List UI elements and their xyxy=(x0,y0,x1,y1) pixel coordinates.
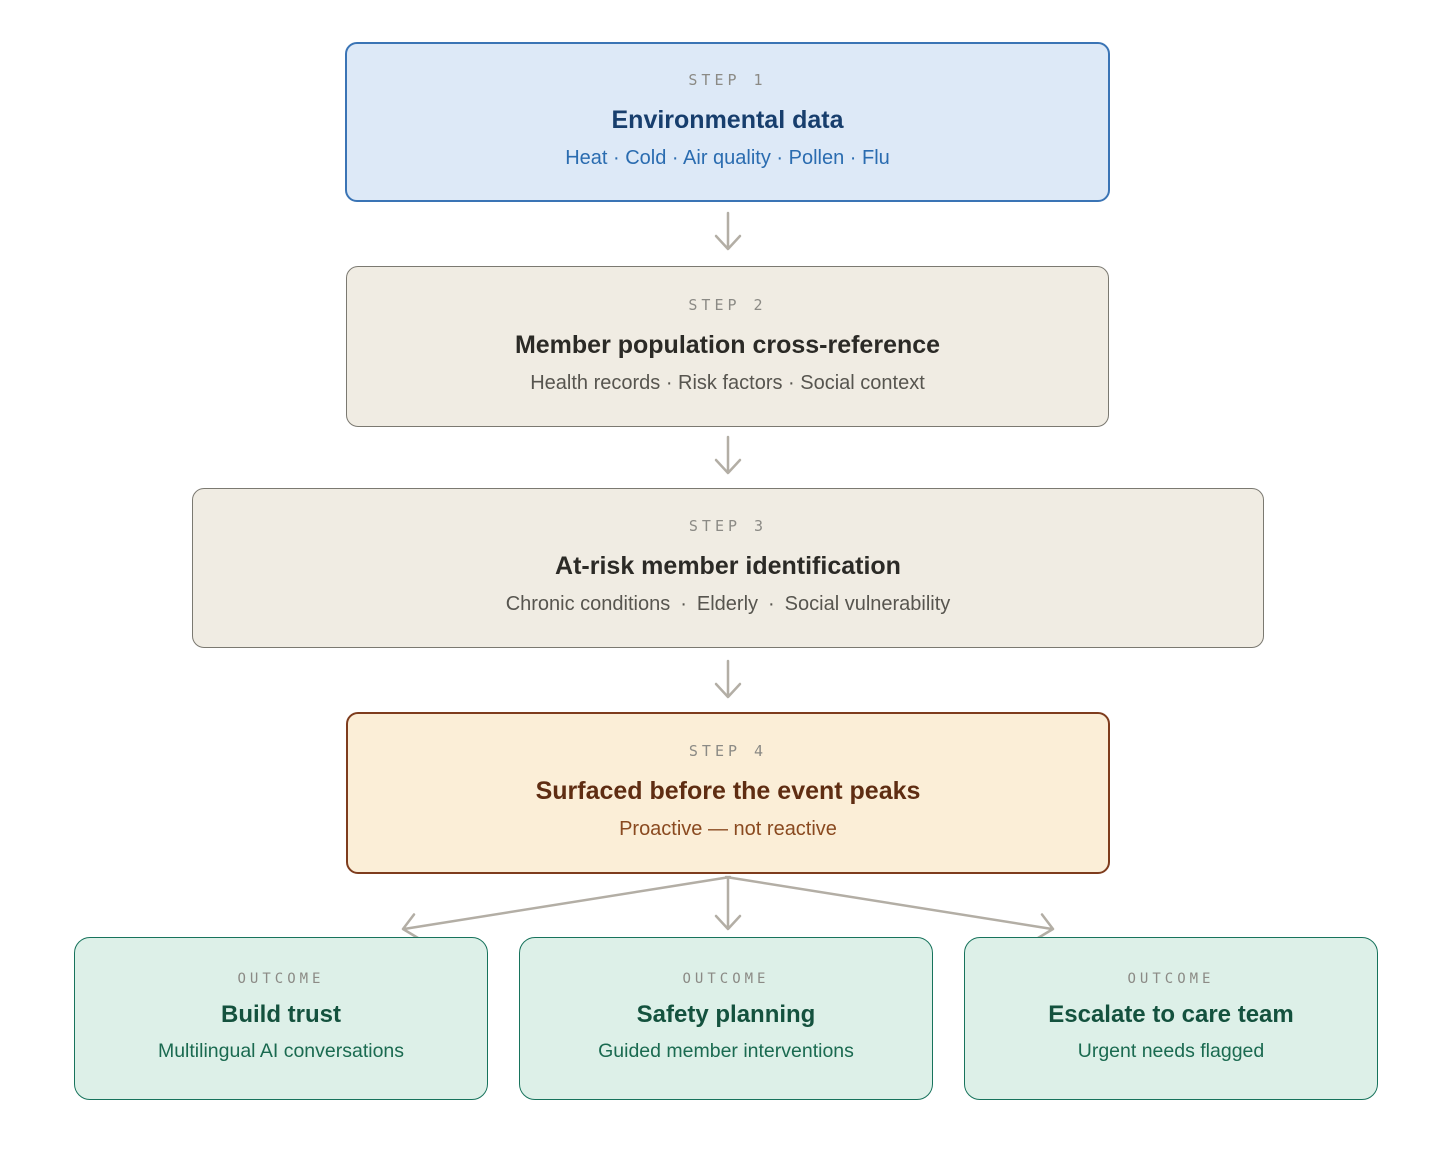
outcome-2-title: Safety planning xyxy=(636,1001,816,1029)
outcome-3-eyebrow: OUTCOME xyxy=(1127,971,1215,988)
step-4-subtitle: Proactive — not reactive xyxy=(619,818,837,840)
step-4-box: STEP 4 Surfaced before the event peaks P… xyxy=(346,712,1110,874)
outcome-2-eyebrow: OUTCOME xyxy=(682,971,770,988)
step-4-title: Surfaced before the event peaks xyxy=(535,777,921,805)
step-2-eyebrow: STEP 2 xyxy=(688,295,767,314)
step-3-title: At-risk member identification xyxy=(555,552,901,580)
outcome-box-build-trust: OUTCOME Build trust Multilingual AI conv… xyxy=(74,937,488,1100)
branch-arrow-right-icon xyxy=(724,875,1055,940)
down-arrow-icon xyxy=(714,211,742,251)
step-3-subtitle: Chronic conditions · Elderly · Social vu… xyxy=(505,593,951,615)
branch-arrow-left-icon xyxy=(401,875,732,940)
step-1-eyebrow: STEP 1 xyxy=(688,71,767,89)
step-1-subtitle: Heat · Cold · Air quality · Pollen · Flu xyxy=(565,147,890,169)
outcome-box-safety-planning: OUTCOME Safety planning Guided member in… xyxy=(519,937,933,1100)
outcome-1-title: Build trust xyxy=(221,1001,341,1029)
step-3-box: STEP 3 At-risk member identification Chr… xyxy=(192,488,1264,648)
step-1-title: Environmental data xyxy=(611,106,844,134)
step-3-eyebrow: STEP 3 xyxy=(688,517,768,535)
outcome-2-subtitle: Guided member interventions xyxy=(598,1040,854,1063)
step-2-box: STEP 2 Member population cross-reference… xyxy=(346,266,1109,427)
step-4-eyebrow: STEP 4 xyxy=(688,742,768,760)
outcome-box-escalate-care-team: OUTCOME Escalate to care team Urgent nee… xyxy=(964,937,1378,1100)
outcome-1-subtitle: Multilingual AI conversations xyxy=(157,1040,405,1063)
down-arrow-icon xyxy=(714,435,742,475)
outcome-1-eyebrow: OUTCOME xyxy=(237,971,325,988)
branch-arrow-center-icon xyxy=(714,875,742,931)
step-2-subtitle: Health records · Risk factors · Social c… xyxy=(530,371,925,394)
outcome-3-title: Escalate to care team xyxy=(1048,1001,1294,1029)
down-arrow-icon xyxy=(714,659,742,699)
outcome-3-subtitle: Urgent needs flagged xyxy=(1077,1040,1265,1063)
step-2-title: Member population cross-reference xyxy=(514,330,941,359)
step-1-box: STEP 1 Environmental data Heat · Cold · … xyxy=(345,42,1110,202)
